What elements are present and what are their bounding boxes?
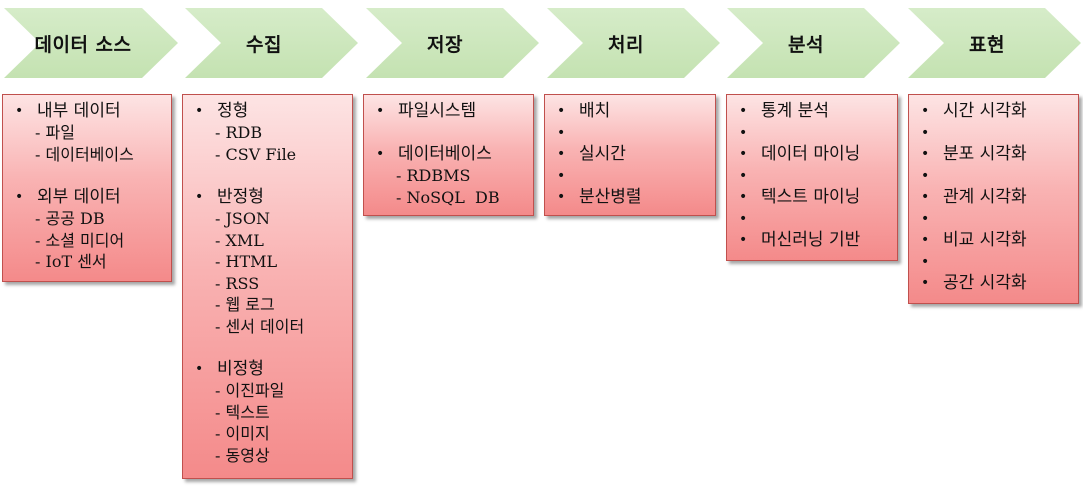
stage-title-present: 표현 [969,33,1005,56]
collect-group-unstructured: 비정형 [183,358,352,380]
store-group-filesystem: 파일시스템 [364,100,533,122]
list-item: RDB [215,122,352,144]
collect-group-structured: 정형 [183,100,352,122]
analyze-item-statistics: 통계 분석 [727,100,897,122]
analyze-item-data-mining: 데이터 마이닝 [727,143,897,165]
list-item: XML [215,230,352,252]
list-item: RDBMS [396,165,533,187]
present-item-spatial: 공간 시각화 [909,272,1078,294]
list-item: 이진파일 [215,380,352,402]
list-item: 파일 [35,122,171,144]
chevron-4 [547,8,720,78]
list-item: CSV File [215,144,352,166]
chevron-3 [366,8,539,78]
list-item: 센서 데이터 [215,316,352,338]
box-analyze: 통계 분석 데이터 마이닝 텍스트 마이닝 머신러닝 기반 [726,94,898,261]
collect-group-semistructured: 반정형 [183,186,352,208]
process-item-distributed: 분산병렬 [545,186,715,208]
stage-chevrons [4,8,1081,78]
analyze-item-machine-learning: 머신러닝 기반 [727,229,897,251]
list-item: 이미지 [215,423,352,445]
source-group-internal: 내부 데이터 [3,100,171,122]
analyze-item-text-mining: 텍스트 마이닝 [727,186,897,208]
list-item: IoT 센서 [35,251,171,273]
stage-title-process: 처리 [608,33,644,56]
chevron-6 [908,8,1081,78]
chevron-2 [185,8,358,78]
list-item: 텍스트 [215,402,352,424]
chevron-1 [4,8,178,78]
box-store: 파일시스템 데이터베이스 RDBMS NoSQL DB [363,94,534,216]
list-item: 데이터베이스 [35,144,171,166]
list-item: 동영상 [215,445,352,467]
present-item-comparison: 비교 시각화 [909,229,1078,251]
stage-title-collect: 수집 [246,33,282,56]
process-item-batch: 배치 [545,100,715,122]
stage-title-source: 데이터 소스 [34,33,132,56]
stage-title-analyze: 분석 [788,33,824,56]
list-item: NoSQL DB [396,187,533,209]
present-item-distribution: 분포 시각화 [909,143,1078,165]
box-collect: 정형 RDB CSV File 반정형 JSON XML HTML RSS 웹 … [182,94,353,479]
list-item: RSS [215,273,352,295]
box-source: 내부 데이터 파일 데이터베이스 외부 데이터 공공 DB 소셜 미디어 IoT… [2,94,172,282]
chevron-5 [727,8,900,78]
list-item: HTML [215,251,352,273]
store-group-database: 데이터베이스 [364,143,533,165]
box-process: 배치 실시간 분산병렬 [544,94,716,216]
list-item: 공공 DB [35,208,171,230]
present-item-time: 시간 시각화 [909,100,1078,122]
list-item: 웹 로그 [215,294,352,316]
process-item-realtime: 실시간 [545,143,715,165]
present-item-relation: 관계 시각화 [909,186,1078,208]
box-present: 시간 시각화 분포 시각화 관계 시각화 비교 시각화 공간 시각화 [908,94,1079,304]
source-group-external: 외부 데이터 [3,186,171,208]
list-item: 소셜 미디어 [35,230,171,252]
list-item: JSON [215,208,352,230]
stage-title-store: 저장 [427,33,463,56]
